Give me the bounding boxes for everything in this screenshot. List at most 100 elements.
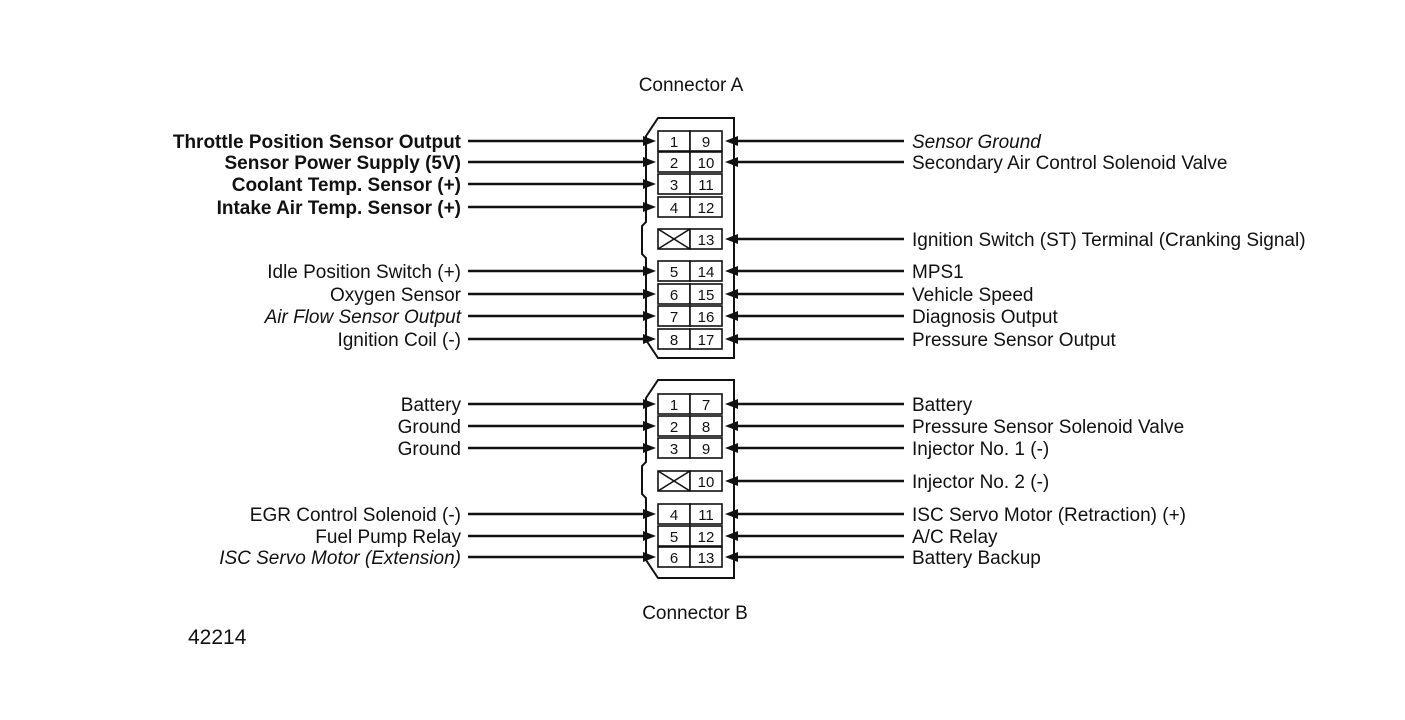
figure-number: 42214 <box>188 626 247 649</box>
connector_a-label-pin-4: Intake Air Temp. Sensor (+) <box>217 198 461 219</box>
connector_a-pin-6: 6 <box>670 287 678 304</box>
connector_b-label-pin-10: Injector No. 2 (-) <box>912 472 1049 493</box>
connector_b-label-pin-2: Ground <box>398 417 461 438</box>
connector_a-pin-4: 4 <box>670 200 678 217</box>
connector_a-left-8-arrowhead <box>643 334 656 344</box>
connector_b-pin-12: 12 <box>698 529 715 546</box>
connector_a-pin-17: 17 <box>698 332 715 349</box>
connector_b-right-11-arrowhead <box>725 509 738 519</box>
connector_a-pin-2: 2 <box>670 155 678 172</box>
connector_b-left-6-arrowhead <box>643 552 656 562</box>
connector_a-label-pin-17: Pressure Sensor Output <box>912 330 1117 351</box>
connector_a-pin-1: 1 <box>670 134 678 151</box>
connector_a-label-pin-14: MPS1 <box>912 262 964 283</box>
connector_b-right-8-arrowhead <box>725 421 738 431</box>
connector_a-cell-13 <box>689 228 723 250</box>
connector_b-label-pin-9: Injector No. 1 (-) <box>912 439 1049 460</box>
connector_a-left-6-arrowhead <box>643 289 656 299</box>
connector_b-pin-9: 9 <box>702 441 710 458</box>
connector_a-right-13-arrowhead <box>725 234 738 244</box>
connector_b-left-1-arrowhead <box>643 399 656 409</box>
connector_b-pin-11: 11 <box>698 507 714 524</box>
connector_b-left-5-arrowhead <box>643 531 656 541</box>
connector_b-cell-7 <box>689 393 723 415</box>
connector_a-right-17-arrowhead <box>725 334 738 344</box>
connector_a-label-pin-8: Ignition Coil (-) <box>337 330 461 351</box>
connector_a-cell-12 <box>689 196 723 218</box>
connector_a-housing <box>641 117 735 359</box>
connector_a-pin-16: 16 <box>698 309 715 326</box>
connector_a-right-15-arrowhead <box>725 289 738 299</box>
connector_b-label-pin-12: A/C Relay <box>912 527 998 548</box>
connector_b-label-pin-6: ISC Servo Motor (Extension) <box>219 548 461 569</box>
connector_b-right-7-arrowhead <box>725 399 738 409</box>
connector_a-pin-8: 8 <box>670 332 678 349</box>
connector_b-label-pin-8: Pressure Sensor Solenoid Valve <box>912 417 1184 438</box>
connector_b-pin-2: 2 <box>670 419 678 436</box>
connector_a-right-10-arrowhead <box>725 157 738 167</box>
connector_a-pin-13: 13 <box>698 232 715 249</box>
connector_b-right-10-arrowhead <box>725 476 738 486</box>
connector_b-left-3-arrowhead <box>643 443 656 453</box>
connector_a-left-3-arrowhead <box>643 179 656 189</box>
connector_a-cell-17 <box>689 328 723 350</box>
connector_a-pin-5: 5 <box>670 264 678 281</box>
connector_b-left-2-arrowhead <box>643 421 656 431</box>
connector_a-blank-cell-cross-b <box>657 228 691 250</box>
connector_a-label-pin-2: Sensor Power Supply (5V) <box>225 153 462 174</box>
connector_b-right-13-arrowhead <box>725 552 738 562</box>
connector_b-pin-4: 4 <box>670 507 678 524</box>
connector_a-right-16-arrowhead <box>725 311 738 321</box>
connector_b-cell-13 <box>689 546 723 568</box>
connector_a-right-9-arrowhead <box>725 136 738 146</box>
connector_b-left-4-arrowhead <box>643 509 656 519</box>
connector_a-pin-12: 12 <box>698 200 715 217</box>
connector_b-cell-11 <box>689 503 723 525</box>
connector_a-pin-7: 7 <box>670 309 678 326</box>
connector_a-label-pin-16: Diagnosis Output <box>912 307 1058 328</box>
connector_b-label-pin-3: Ground <box>398 439 461 460</box>
connector_b-right-12-arrowhead <box>725 531 738 541</box>
connector_a-label-pin-6: Oxygen Sensor <box>330 285 462 306</box>
connector_b-label-pin-5: Fuel Pump Relay <box>315 527 461 548</box>
connector_b-cell-9 <box>689 437 723 459</box>
connector_a-label-pin-13: Ignition Switch (ST) Terminal (Cranking … <box>912 230 1306 251</box>
connector_a-label-pin-10: Secondary Air Control Solenoid Valve <box>912 153 1227 174</box>
connector_b-pin-13: 13 <box>698 550 715 567</box>
connector_a-label-pin-1: Throttle Position Sensor Output <box>173 132 462 153</box>
connector_b-pin-6: 6 <box>670 550 678 567</box>
connector_a-pin-3: 3 <box>670 177 678 194</box>
connector_a-pin-14: 14 <box>698 264 715 281</box>
connector_b-blank-cell-cross-b <box>657 470 691 492</box>
connector_b-label-pin-4: EGR Control Solenoid (-) <box>250 505 461 526</box>
connector_a-pin-10: 10 <box>698 155 715 172</box>
connector_a-label-pin-7: Air Flow Sensor Output <box>264 307 462 328</box>
connector_a-left-4-arrowhead <box>643 202 656 212</box>
connector-b-title: Connector B <box>642 603 748 624</box>
connector_a-right-14-arrowhead <box>725 266 738 276</box>
connector_a-label-pin-15: Vehicle Speed <box>912 285 1034 306</box>
connector_b-pin-7: 7 <box>702 397 710 414</box>
connector_a-label-pin-3: Coolant Temp. Sensor (+) <box>232 175 461 196</box>
connector_a-cell-16 <box>689 305 723 327</box>
connector_b-label-pin-13: Battery Backup <box>912 548 1041 569</box>
connector_b-right-9-arrowhead <box>725 443 738 453</box>
connector-a-title: Connector A <box>639 75 744 96</box>
connector_a-cell-15 <box>689 283 723 305</box>
connector_a-cell-11 <box>689 173 723 195</box>
connector_b-cell-12 <box>689 525 723 547</box>
connector_b-cell-10 <box>689 470 723 492</box>
connector_a-left-5-arrowhead <box>643 266 656 276</box>
connector_b-label-pin-1: Battery <box>401 395 462 416</box>
connector_a-pin-15: 15 <box>698 287 715 304</box>
connector_a-left-1-arrowhead <box>643 136 656 146</box>
connector_a-pin-11: 11 <box>698 177 714 194</box>
connector_b-label-pin-11: ISC Servo Motor (Retraction) (+) <box>912 505 1186 526</box>
connector_b-cell-8 <box>689 415 723 437</box>
connector_a-left-7-arrowhead <box>643 311 656 321</box>
connector_a-cell-9 <box>689 130 723 152</box>
connector_b-pin-1: 1 <box>670 397 678 414</box>
connector_b-label-pin-7: Battery <box>912 395 973 416</box>
